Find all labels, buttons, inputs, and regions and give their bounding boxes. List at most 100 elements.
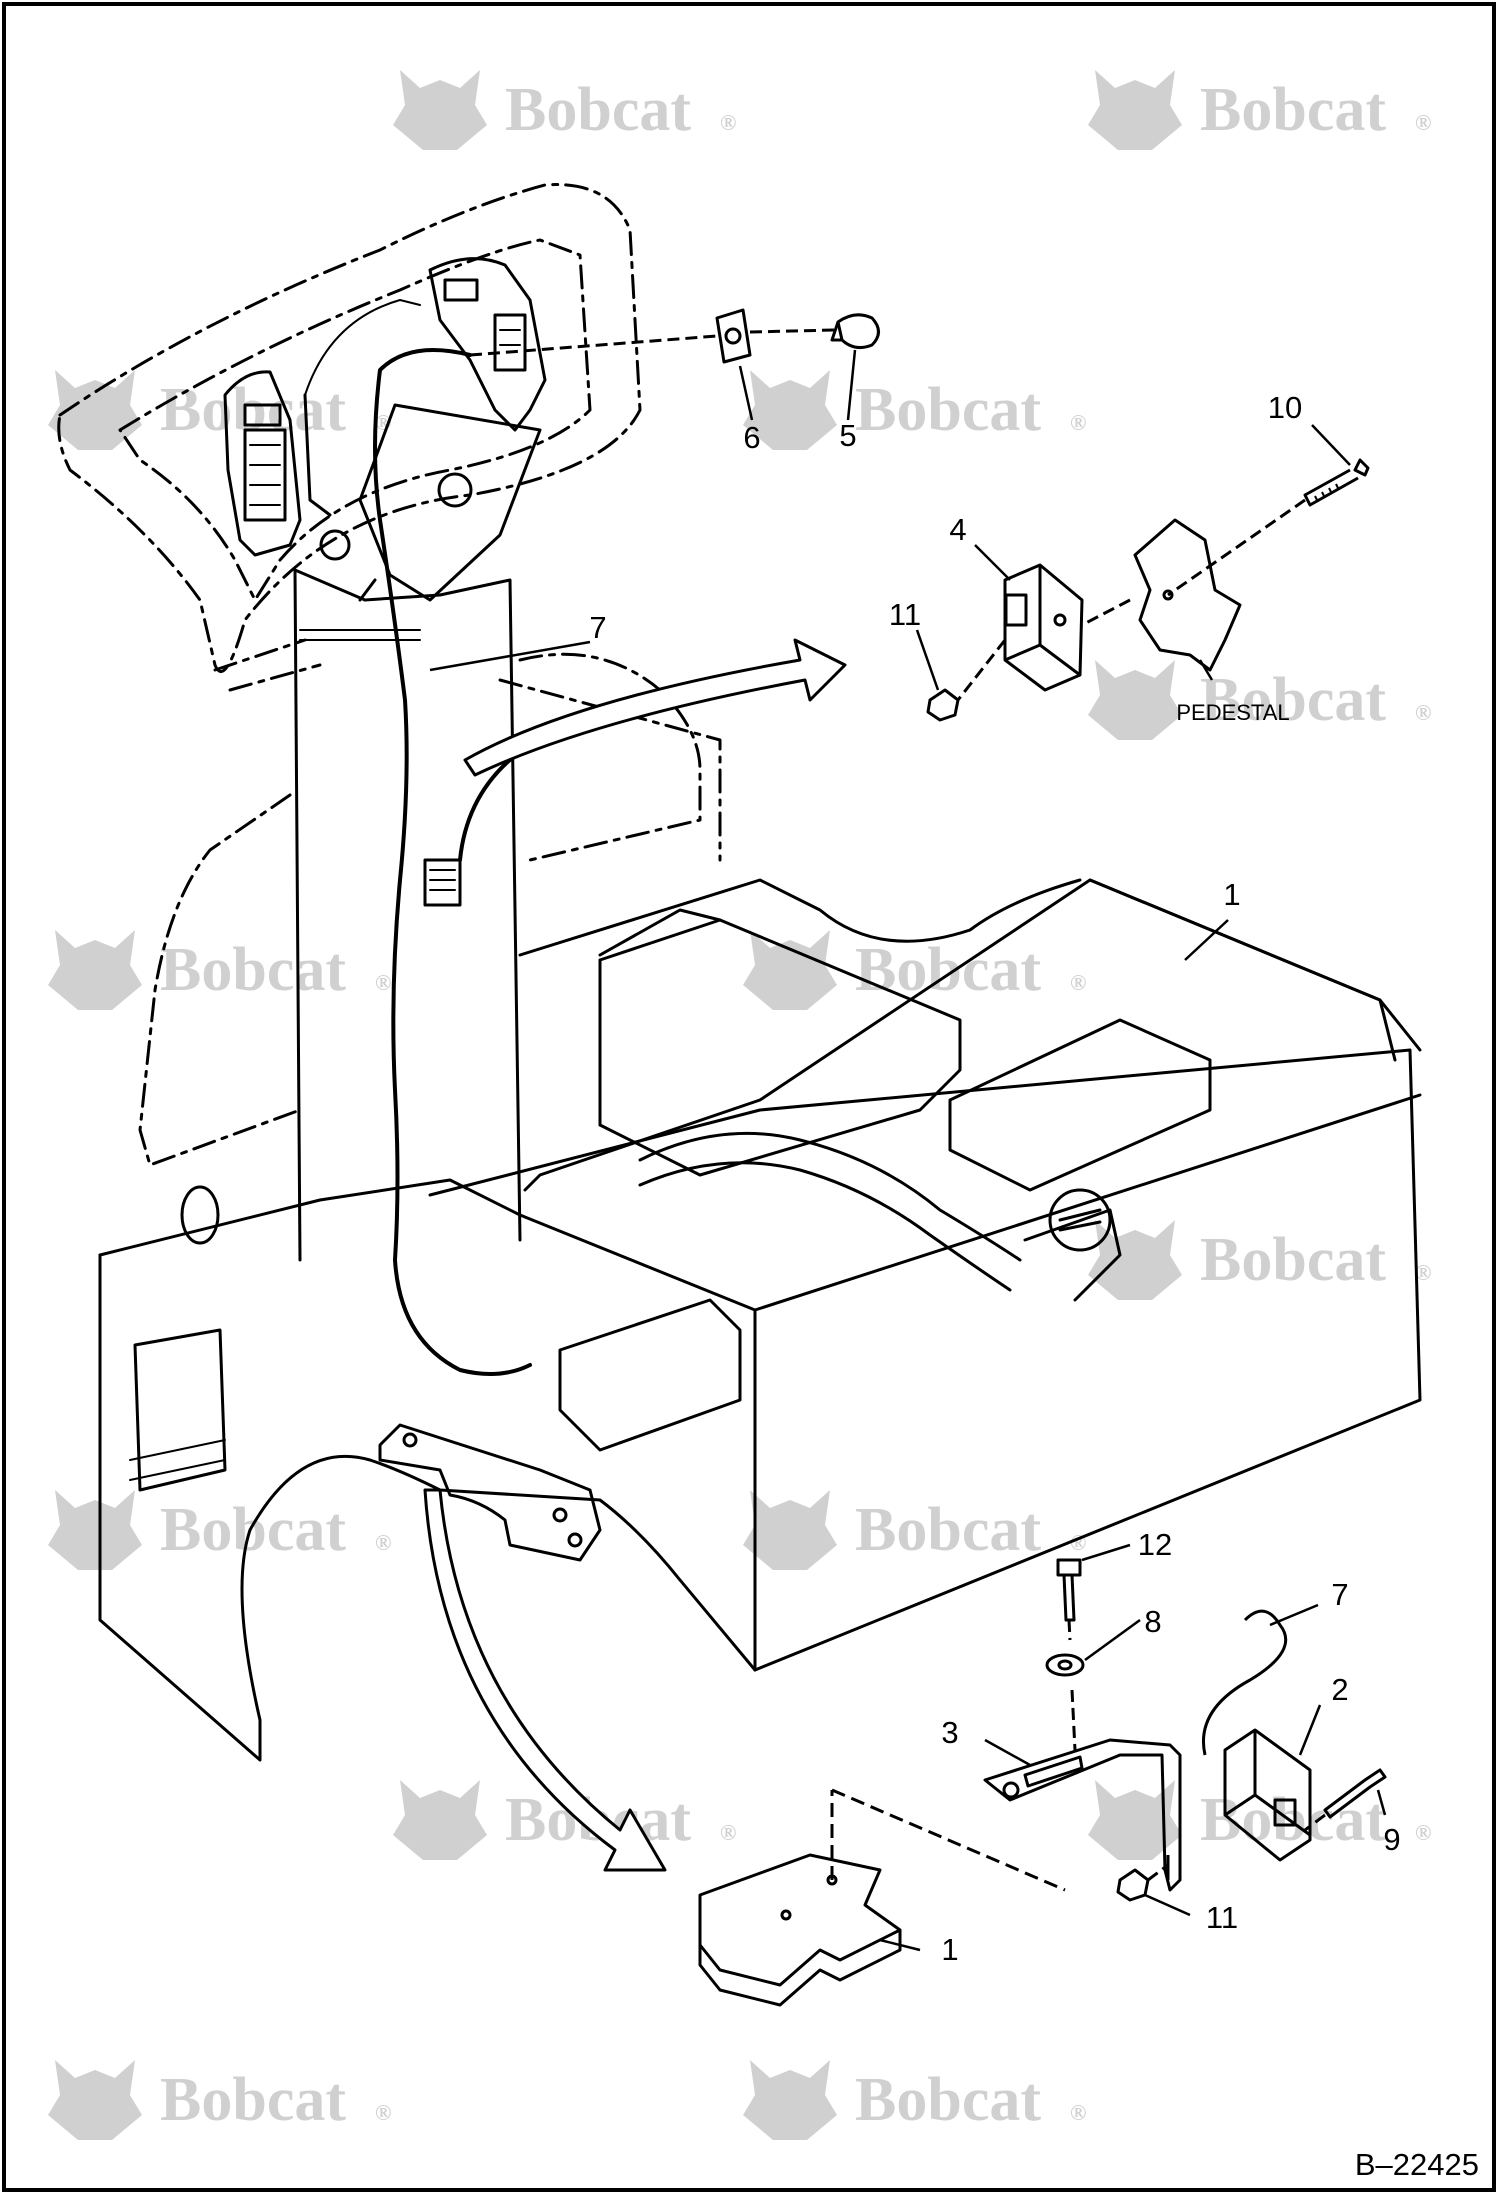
watermark-text: Bobcat (855, 936, 1041, 1004)
bobcat-logo-icon (743, 930, 837, 1010)
document-id: B–22425 (1355, 2147, 1479, 2182)
seat-base-module (598, 918, 962, 1177)
callout-2: 2 (1331, 1672, 1348, 1707)
watermark-text: Bobcat (1200, 76, 1386, 144)
bobcat-watermark: Bobcat ® (48, 1490, 391, 1570)
bobcat-watermark: Bobcat® (1088, 1780, 1431, 1860)
watermark-text: Bobcat (505, 76, 691, 144)
side-window (133, 1328, 227, 1492)
watermark-text: Bobcat (1200, 666, 1386, 734)
bobcat-logo-icon (1088, 660, 1182, 740)
callout-12: 12 (1138, 1527, 1172, 1562)
bobcat-watermark: Bobcat ® (48, 930, 391, 1010)
bolt-part-12 (1056, 1558, 1082, 1622)
pedestal-label: PEDESTAL (1176, 700, 1289, 725)
loader-frame-illustration (57, 183, 1422, 1762)
pedestal-head (358, 403, 542, 602)
watermark-layer: Bobcat ® Bobcat ® Bobcat ® Bobcat ® Bobcat ® Bobca… (48, 70, 1431, 2140)
bobcat-watermark: Bobcat ® (1088, 1220, 1431, 1300)
watermark-text: Bobcat (160, 1496, 346, 1564)
watermark-text: Bobcat (855, 2066, 1041, 2134)
bolt-part-10 (1303, 458, 1370, 507)
watermark-text: Bobcat (160, 936, 346, 1004)
watermark-registered-mark: ® (1070, 410, 1086, 435)
side-panel-outline (138, 793, 302, 1167)
callout-7-upper: 7 (589, 610, 606, 645)
callout-11-upper: 11 (889, 597, 921, 632)
callout-1-frame: 1 (1223, 877, 1240, 912)
watermark-registered-mark: ® (375, 970, 391, 995)
callout-arrows (423, 638, 847, 1872)
frame-bracket (378, 1423, 602, 1562)
key-switch (319, 529, 351, 561)
watermark-text: Bobcat (160, 2066, 346, 2134)
callout-4: 4 (949, 512, 966, 547)
nut-part-11-upper (926, 688, 960, 722)
bobcat-watermark: Bobcat ® (743, 930, 1086, 1010)
callout-10: 10 (1268, 390, 1302, 425)
watermark-registered-mark: ® (720, 110, 736, 135)
wire-harness (373, 348, 732, 1376)
dashboard-inner (118, 238, 592, 602)
arrow-to-pedestal (463, 638, 847, 777)
bobcat-logo-icon (743, 1490, 837, 1570)
upper-hardware (469, 308, 1370, 722)
callout-1-base: 1 (941, 1932, 958, 1967)
callout-8: 8 (1144, 1604, 1161, 1639)
bobcat-logo-icon (1088, 1780, 1182, 1860)
grommet-part-6 (715, 308, 752, 364)
bobcat-watermark: Bobcat® (743, 1490, 1086, 1570)
pedestal-plate (1133, 518, 1242, 672)
filter-cap (1048, 1188, 1112, 1252)
dashboard-outline (57, 183, 642, 673)
bobcat-watermark: Bobcat ® (1088, 70, 1431, 150)
bracket-part-3 (983, 1738, 1182, 1892)
bobcat-logo-icon (743, 370, 837, 450)
nut-part-11-lower (1116, 1868, 1150, 1902)
watermark-registered-mark: ® (720, 1820, 736, 1845)
watermark-registered-mark: ® (1415, 1820, 1431, 1845)
callout-labels: 6 5 7 4 11 10 PEDESTAL 1 12 8 7 2 3 9 11… (589, 390, 1479, 2182)
bobcat-logo-icon (393, 70, 487, 150)
bobcat-logo-icon (1088, 70, 1182, 150)
watermark-text: Bobcat (855, 376, 1041, 444)
bobcat-logo-icon (743, 2060, 837, 2140)
watermark-text: Bobcat (855, 1496, 1041, 1564)
watermark-text: Bobcat (1200, 1226, 1386, 1294)
bobcat-watermark: Bobcat ® (1088, 660, 1431, 740)
screw-part-9 (1323, 1768, 1387, 1819)
lower-module (558, 1298, 742, 1452)
callout-5: 5 (839, 418, 856, 453)
left-gauge-cluster (223, 370, 302, 557)
switch-part-4 (1003, 563, 1084, 692)
base-plate-part-1 (698, 1853, 902, 1987)
bobcat-logo-icon (393, 1780, 487, 1860)
steering-arm-left (213, 638, 322, 692)
battery-box (948, 1018, 1212, 1192)
bobcat-watermark: Bobcat ® (743, 2060, 1086, 2140)
watermark-registered-mark: ® (1070, 2100, 1086, 2125)
lower-hardware (698, 1558, 1387, 2007)
bobcat-logo-icon (48, 370, 142, 450)
watermark-registered-mark: ® (375, 2100, 391, 2125)
watermark-registered-mark: ® (1415, 110, 1431, 135)
callout-7-lower: 7 (1331, 1577, 1348, 1612)
watermark-text: Bobcat (160, 376, 346, 444)
bobcat-watermark: Bobcat® (48, 370, 391, 450)
left-switch-block (243, 428, 287, 522)
hose (638, 1131, 1022, 1292)
callout-9: 9 (1383, 1822, 1400, 1857)
bobcat-logo-icon (48, 930, 142, 1010)
arrow-to-base (423, 1488, 667, 1872)
column-connector (423, 858, 462, 907)
watermark-registered-mark: ® (1070, 970, 1086, 995)
bobcat-logo-icon (48, 1490, 142, 1570)
callout-6: 6 (743, 420, 760, 455)
watermark-registered-mark: ® (1415, 1260, 1431, 1285)
watermark-registered-mark: ® (375, 1530, 391, 1555)
plug-part-5 (836, 313, 880, 350)
watermark-registered-mark: ® (1415, 700, 1431, 725)
bobcat-logo-icon (1088, 1220, 1182, 1300)
